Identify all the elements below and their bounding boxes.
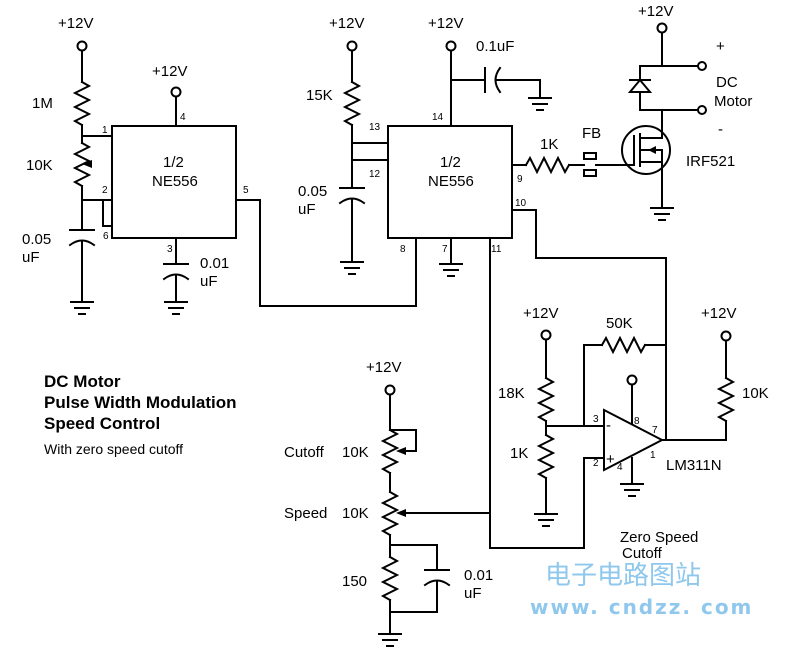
- label-1m: 1M: [32, 95, 53, 112]
- label-001-b-unit: uF: [464, 585, 482, 602]
- resistor-10k-ic1: [72, 141, 92, 188]
- label-005-a: 0.05: [22, 231, 51, 248]
- cmp-pin-7: 7: [652, 425, 658, 436]
- speed-pot: [380, 490, 400, 537]
- ic2-pin-13: 13: [369, 122, 381, 133]
- label-150: 150: [342, 573, 367, 590]
- label-18k: 18K: [498, 385, 525, 402]
- supply-labels: +12V +12V +12V +12V +12V +12V +12V +12V: [58, 3, 736, 376]
- ic1-pin-2: 2: [102, 185, 108, 196]
- label-motor-minus: -: [718, 121, 723, 138]
- speed-control-section: [378, 384, 491, 647]
- label-1k-divider: 1K: [510, 445, 528, 462]
- label-cutoff: Cutoff: [284, 444, 325, 461]
- label-001-a: 0.01: [200, 255, 229, 272]
- ic2-label-line1: 1/2: [440, 154, 461, 171]
- label-zero-speed-line1: Zero Speed: [620, 529, 698, 546]
- vcc-label-8: +12V: [366, 359, 401, 376]
- cutoff-pot: [380, 428, 400, 475]
- ic2-pin-12: 12: [369, 169, 381, 180]
- label-10k-a: 10K: [26, 157, 53, 174]
- resistor-1m: [72, 80, 92, 127]
- ic2-pin-8: 8: [400, 244, 406, 255]
- ferrite-bead: [583, 152, 597, 160]
- ic1-label-line1: 1/2: [163, 154, 184, 171]
- resistor-150: [380, 555, 400, 602]
- label-motor-line2: Motor: [714, 93, 752, 110]
- vcc-label-2: +12V: [152, 63, 187, 80]
- cmp-pin-4: 4: [617, 462, 623, 473]
- title-line-3: Speed Control: [44, 414, 160, 433]
- label-50k: 50K: [606, 315, 633, 332]
- ic1-pin-3: 3: [167, 244, 173, 255]
- label-irf521: IRF521: [686, 153, 735, 170]
- ic1-pin-1: 1: [102, 125, 108, 136]
- resistor-15k: [342, 80, 362, 127]
- ic1-ne556: [111, 125, 237, 239]
- ic2-section: 1/2 NE556 13 12 14 9 10 8 7 11: [338, 40, 667, 549]
- title-block: DC Motor Pulse Width Modulation Speed Co…: [44, 372, 237, 457]
- vcc-label-5: +12V: [638, 3, 673, 20]
- watermark-url: www. cndzz. com: [530, 595, 753, 619]
- label-fb: FB: [582, 125, 601, 142]
- label-005-a-unit: uF: [22, 249, 40, 266]
- resistor-10k-pullup: [716, 376, 736, 423]
- title-line-2: Pulse Width Modulation: [44, 393, 237, 412]
- watermark-cn: 电子电路图站: [545, 561, 701, 591]
- ic2-pin-9: 9: [517, 174, 523, 185]
- cmp-pin-2: 2: [593, 458, 599, 469]
- resistor-50k: [600, 335, 647, 355]
- resistor-1k-gate: [524, 155, 571, 175]
- resistor-1k-divider: [536, 433, 556, 480]
- cmp-pin-8: 8: [634, 416, 640, 427]
- ic1-label-line2: NE556: [152, 173, 198, 190]
- label-speed: Speed: [284, 505, 327, 522]
- label-lm311n: LM311N: [666, 457, 722, 474]
- label-speed-value: 10K: [342, 505, 369, 522]
- vcc-label-4: +12V: [428, 15, 463, 32]
- ic2-pin-11: 11: [491, 244, 502, 255]
- cmp-pin-1: 1: [650, 450, 656, 461]
- ic1-pin-4: 4: [180, 112, 186, 123]
- resistor-18k: [536, 376, 556, 423]
- ic2-label-line2: NE556: [428, 173, 474, 190]
- component-labels: 1M 10K 0.05 uF 0.01 uF 15K 0.05 uF 0.1uF…: [22, 38, 769, 602]
- label-15k: 15K: [306, 87, 333, 104]
- ic1-pin-6: 6: [103, 231, 109, 242]
- label-1k-gate: 1K: [540, 136, 558, 153]
- ic2-pin-14: 14: [432, 112, 444, 123]
- label-001-a-unit: uF: [200, 273, 218, 290]
- cmp-pin-3: 3: [593, 414, 599, 425]
- label-zero-speed-line2: Cutoff: [622, 545, 663, 562]
- label-motor-line1: DC: [716, 74, 738, 91]
- ic2-ne556: [387, 125, 513, 239]
- output-stage: [621, 22, 707, 221]
- motor-terminal-plus: [697, 61, 707, 71]
- ic1-pin-5: 5: [243, 185, 249, 196]
- label-005-b-unit: uF: [298, 201, 316, 218]
- comparator-plus-sign: +: [606, 451, 615, 468]
- subtitle: With zero speed cutoff: [44, 441, 183, 457]
- ic1-section: 1/2 NE556 1 2 6 4 5 3: [68, 40, 417, 315]
- vcc-label-3: +12V: [329, 15, 364, 32]
- label-cutoff-value: 10K: [342, 444, 369, 461]
- label-10k-pullup: 10K: [742, 385, 769, 402]
- label-005-b: 0.05: [298, 183, 327, 200]
- title-line-1: DC Motor: [44, 372, 121, 391]
- comparator-minus-sign: -: [606, 417, 611, 434]
- motor-terminal-minus: [697, 105, 707, 115]
- label-01uf: 0.1uF: [476, 38, 514, 55]
- label-motor-plus: +: [716, 38, 725, 55]
- ic2-pin-10: 10: [515, 198, 527, 209]
- ic2-pin-7: 7: [442, 244, 448, 255]
- watermark: 电子电路图站 www. cndzz. com: [530, 561, 753, 619]
- vcc-label-6: +12V: [523, 305, 558, 322]
- vcc-label-7: +12V: [701, 305, 736, 322]
- comparator-section: - + 3 2 8 4 7 1: [489, 329, 736, 549]
- label-001-b: 0.01: [464, 567, 493, 584]
- vcc-label-1: +12V: [58, 15, 93, 32]
